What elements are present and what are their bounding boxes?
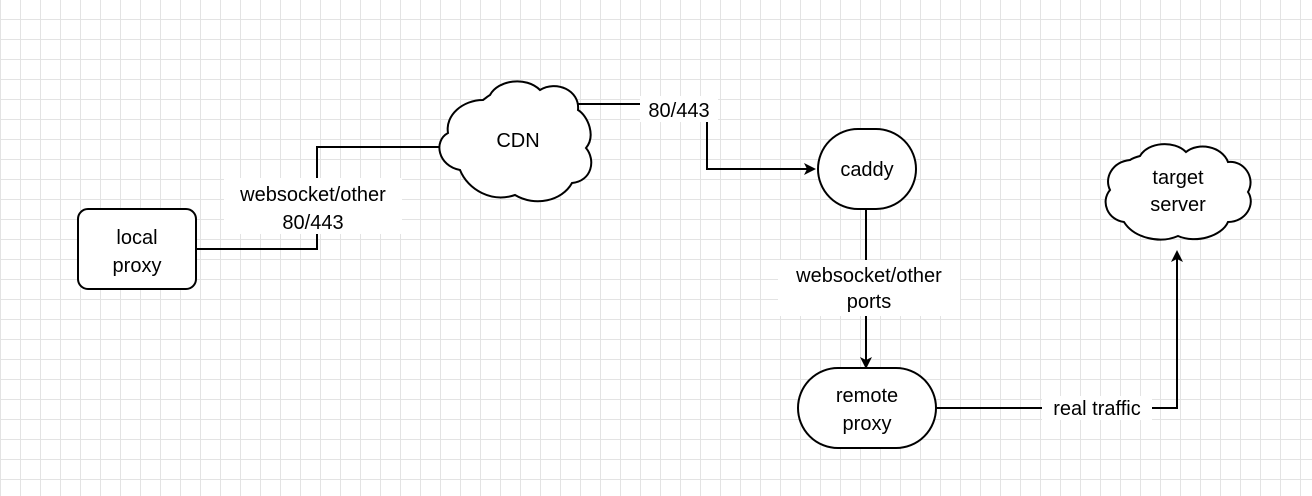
node-cdn-cloud[interactable]: CDN [438, 80, 593, 203]
node-target-server-line2: server [1150, 194, 1206, 216]
node-local-proxy-line1: local [116, 227, 157, 249]
edge-label-caddy-to-remote-line2: ports [847, 291, 891, 313]
node-caddy[interactable]: caddy [817, 128, 917, 210]
node-remote-proxy-line1: remote [836, 385, 898, 407]
edge-label-local-to-cdn-line2: 80/443 [282, 212, 343, 234]
edge-label-remote-to-target-text: real traffic [1053, 398, 1140, 420]
node-local-proxy-line2: proxy [113, 255, 162, 277]
edge-label-caddy-to-remote-line1: websocket/other [795, 265, 942, 287]
node-target-server-line1: target [1152, 167, 1204, 189]
edge-label-local-to-cdn: websocket/other 80/443 [224, 178, 402, 234]
edge-label-caddy-to-remote: websocket/other ports [778, 260, 960, 316]
node-caddy-label: caddy [840, 159, 893, 181]
edge-label-remote-to-target: real traffic [1042, 396, 1152, 420]
node-remote-proxy-line2: proxy [843, 413, 892, 435]
edge-label-cdn-to-caddy-text: 80/443 [648, 100, 709, 122]
node-target-server-cloud[interactable]: target server [1104, 143, 1252, 241]
cloud-icon [438, 80, 593, 203]
node-cdn-label: CDN [496, 130, 539, 152]
cloud-icon [1104, 143, 1252, 241]
node-local-proxy[interactable]: local proxy [77, 208, 197, 290]
edge-remote-to-target[interactable] [936, 250, 1183, 409]
edge-label-local-to-cdn-line1: websocket/other [239, 184, 386, 206]
edge-label-cdn-to-caddy: 80/443 [640, 96, 718, 122]
node-remote-proxy[interactable]: remote proxy [797, 367, 937, 449]
